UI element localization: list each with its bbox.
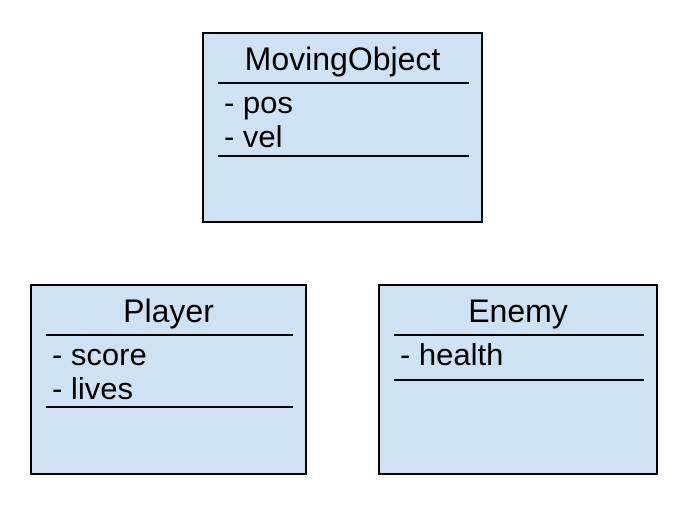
class-name: MovingObject (244, 41, 441, 77)
methods-section-empty (204, 157, 481, 221)
class-box-enemy: Enemy - health (378, 284, 658, 475)
class-name: Player (123, 293, 214, 329)
attributes-section: - pos - vel (224, 86, 475, 154)
attributes-separator-line (218, 155, 469, 157)
class-attribute: - pos (224, 85, 293, 120)
class-name: Enemy (468, 293, 568, 329)
title-separator-line (218, 82, 469, 84)
attributes-separator-line (46, 406, 293, 408)
title-separator-line (394, 334, 644, 336)
class-box-movingobject: MovingObject - pos - vel (202, 32, 483, 223)
methods-section-empty (32, 408, 305, 473)
class-box-player: Player - score - lives (30, 284, 307, 475)
class-attribute: - score (52, 337, 147, 372)
methods-section-empty (380, 381, 656, 473)
attributes-separator-line (394, 379, 644, 381)
attributes-section: - health (400, 338, 650, 372)
attributes-section: - score - lives (52, 338, 299, 406)
class-attribute: - health (400, 337, 504, 372)
title-separator-line (46, 334, 293, 336)
class-attribute: - lives (52, 371, 133, 406)
class-attribute: - vel (224, 119, 283, 154)
